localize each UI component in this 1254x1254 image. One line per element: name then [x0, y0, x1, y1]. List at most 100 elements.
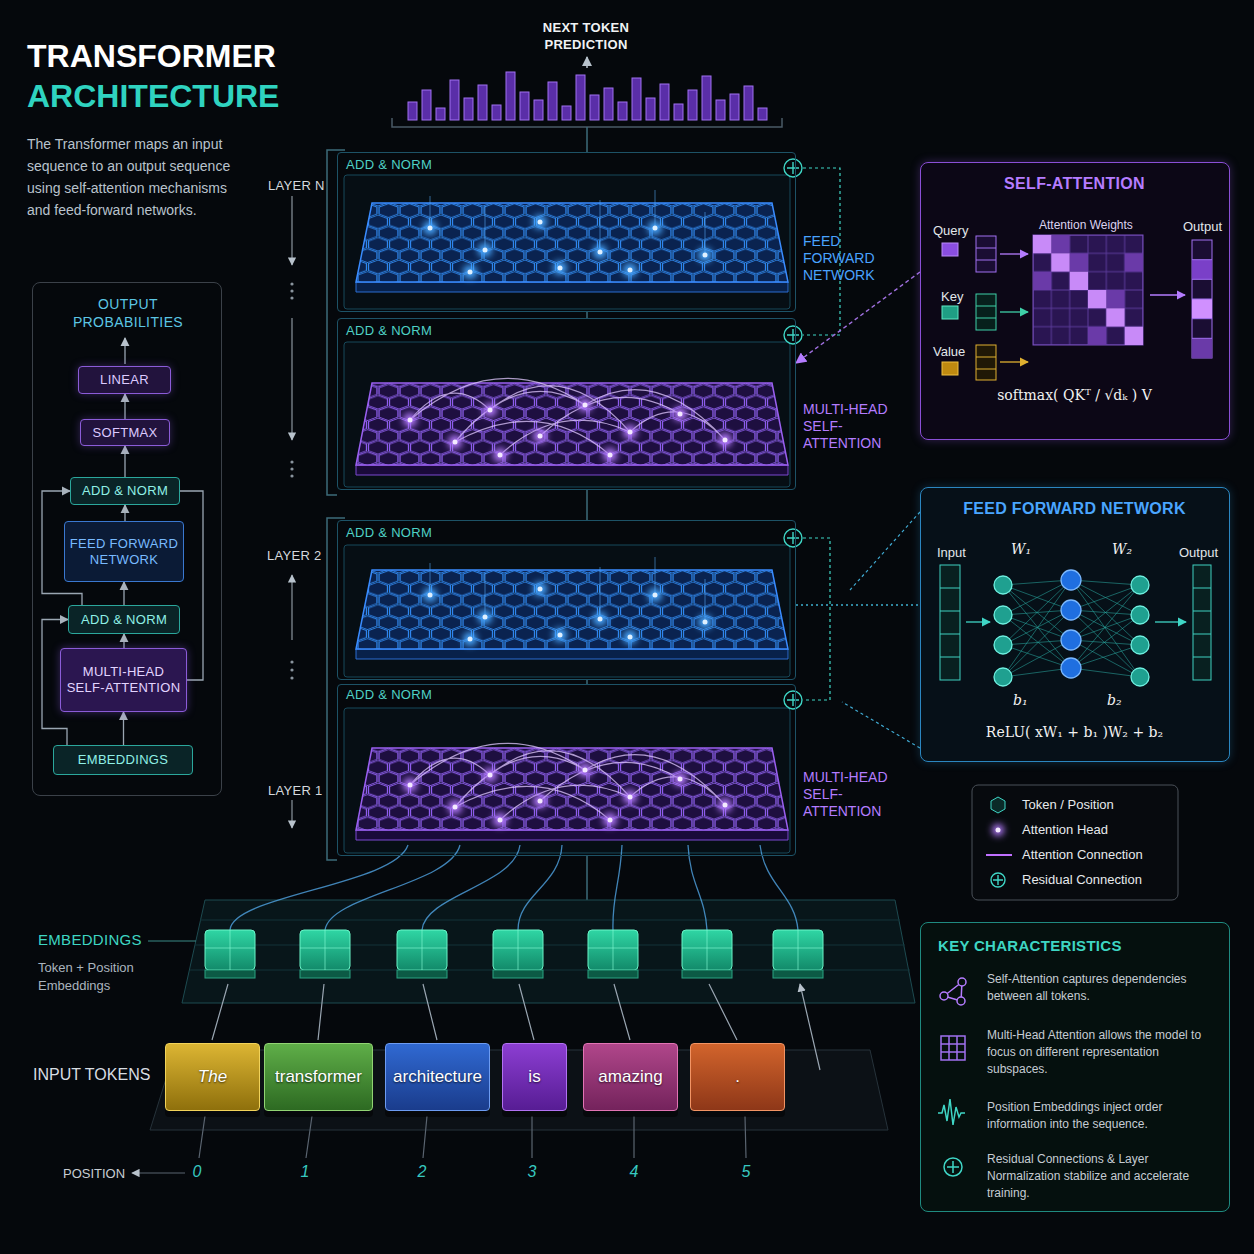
feed-forward-figure — [940, 565, 960, 680]
feed-forward-figure — [1003, 580, 1140, 677]
feed-forward-figure — [940, 588, 960, 657]
next-token-histogram — [520, 92, 529, 120]
characteristic-icon — [947, 1161, 959, 1173]
panel-background — [920, 922, 1230, 1212]
process-box: ADD & NORM — [68, 605, 180, 634]
ellipsis-dots — [290, 660, 293, 663]
block-heading: ADD & NORM — [346, 157, 432, 172]
legend-text: Residual Connection — [1022, 872, 1142, 888]
characteristic-icon — [940, 992, 948, 1000]
token-box: amazing — [583, 1043, 678, 1111]
next-token-histogram — [436, 108, 445, 120]
layer-inner-frame — [344, 708, 790, 853]
self-attention-figure — [1192, 338, 1212, 358]
bias-label: b₂ — [1107, 692, 1122, 708]
next-token-histogram — [586, 57, 588, 68]
next-token-histogram — [660, 84, 669, 120]
panel-background — [920, 487, 1230, 762]
matrix-label: Attention Weights — [1039, 218, 1133, 232]
note: Self-Attention captures dependencies bet… — [987, 971, 1219, 1005]
layer-block: ADD & NORMFEED FORWARD NETWORK — [337, 152, 796, 312]
embedding-cube — [493, 930, 543, 978]
feed-forward-figure — [1061, 658, 1081, 678]
hex-slab — [356, 190, 788, 292]
layer-arrows — [291, 575, 292, 640]
self-attention-figure — [1125, 253, 1143, 271]
self-attention-figure — [1192, 240, 1212, 358]
layer-arrows — [291, 318, 292, 440]
connector — [123, 634, 124, 648]
section-label: EMBEDDINGS — [38, 931, 142, 948]
ellipsis-dots — [290, 467, 293, 470]
next-token-histogram — [674, 104, 683, 120]
feed-forward-figure — [1131, 668, 1149, 686]
node-text: architecture — [393, 1067, 482, 1087]
attention-fiber — [230, 845, 798, 930]
note: Residual Connections & Layer Normalizati… — [987, 1151, 1225, 1202]
caption-text: The Transformer maps an input sequence t… — [27, 133, 252, 221]
characteristic-icon — [938, 978, 966, 1176]
process-box: MULTI-HEAD SELF-ATTENTION — [60, 648, 187, 712]
connector — [123, 582, 124, 605]
position-number: 5 — [731, 1163, 761, 1181]
legend-box — [993, 875, 1003, 885]
next-token-histogram — [422, 90, 431, 120]
node-text: is — [528, 1067, 540, 1087]
embedding-cube — [300, 930, 350, 978]
note: Multi-Head Attention allows the model to… — [987, 1027, 1213, 1078]
legend-box — [992, 824, 1004, 836]
layer-inner-frame — [344, 342, 790, 487]
feed-forward-figure — [1131, 576, 1149, 594]
self-attention-figure — [1000, 311, 1028, 312]
feed-forward-figure — [1061, 600, 1081, 620]
feed-forward-figure — [994, 576, 1149, 686]
legend-box — [986, 854, 1012, 856]
next-token-histogram — [392, 57, 782, 127]
feed-forward-figure — [940, 565, 1211, 686]
feed-forward-figure — [1061, 570, 1081, 590]
next-token-histogram — [744, 86, 753, 120]
panel-background — [920, 162, 1230, 440]
panel-heading: FEED FORWARD NETWORK — [921, 500, 1228, 518]
next-token-histogram — [632, 78, 641, 120]
block-label: MULTI-HEAD SELF-ATTENTION — [803, 401, 917, 452]
feed-forward-figure — [994, 576, 1012, 594]
self-attention-figure — [976, 236, 996, 272]
hex-slab — [356, 557, 788, 659]
formula: softmax( QKᵀ / √dₖ ) V — [921, 387, 1228, 403]
legend-box — [972, 785, 1178, 900]
connector — [796, 604, 920, 605]
characteristic-icon — [941, 1036, 965, 1060]
hex-slab — [356, 743, 788, 840]
formula: ReLU( xW₁ + b₁ )W₂ + b₂ — [921, 724, 1228, 740]
node-text: transformer — [275, 1067, 362, 1087]
hex-slab — [356, 378, 788, 475]
self-attention-figure — [1070, 272, 1088, 290]
layer-inner-frame — [344, 175, 790, 853]
residual-symbol — [787, 162, 799, 706]
characteristic-icon — [944, 1158, 962, 1176]
self-attention-figure — [1051, 253, 1069, 271]
next-token-histogram — [492, 105, 501, 120]
vector-label: Output — [1179, 545, 1218, 560]
feed-forward-figure — [1131, 636, 1149, 654]
weight-label: W₁ — [1011, 541, 1031, 557]
layer-arrows — [291, 196, 292, 265]
layer-block: ADD & NORMMULTI-HEAD SELF-ATTENTION — [337, 318, 796, 490]
feed-forward-figure — [1193, 565, 1211, 680]
feed-forward-figure — [1061, 630, 1081, 650]
output-arrow — [124, 338, 125, 364]
weight-label: W₂ — [1112, 541, 1132, 557]
node-text: ADD & NORM — [81, 612, 167, 628]
section-label: POSITION — [63, 1166, 125, 1181]
node-text: The — [198, 1067, 227, 1087]
self-attention-figure — [942, 243, 958, 256]
panel-heading: KEY CHARACTERISTICS — [938, 937, 1122, 954]
diagram-title: TRANSFORMER ARCHITECTURE — [27, 36, 289, 116]
next-token-histogram — [392, 118, 782, 127]
ellipsis-dots — [290, 474, 293, 477]
feed-forward-figure — [966, 621, 990, 622]
next-token-histogram — [408, 72, 767, 120]
node-text: amazing — [598, 1067, 662, 1087]
attention-fiber — [230, 845, 798, 930]
